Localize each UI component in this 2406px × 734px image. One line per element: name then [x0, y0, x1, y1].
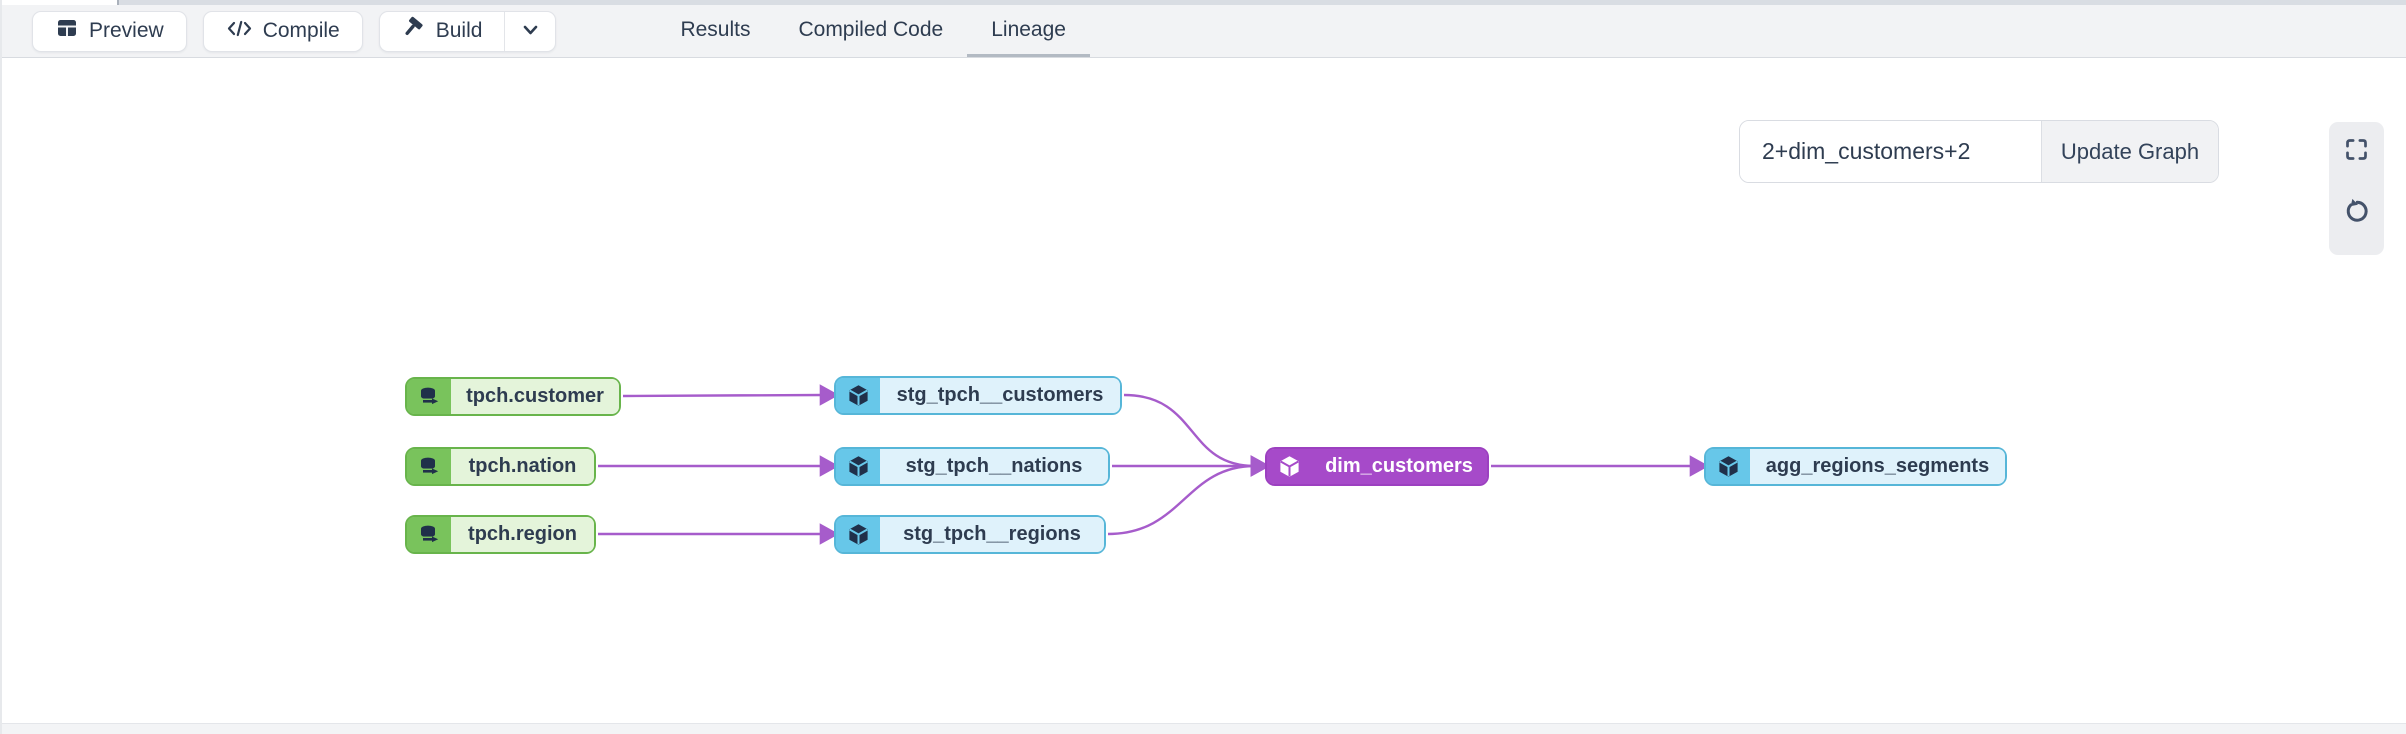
- reset-view-button[interactable]: [2342, 198, 2372, 228]
- preview-button[interactable]: Preview: [32, 10, 187, 52]
- database-icon: [407, 449, 451, 484]
- build-button-label: Build: [435, 19, 483, 42]
- node-label: stg_tpch__regions: [880, 517, 1104, 552]
- cube-icon: [1267, 449, 1311, 484]
- lineage-node-tpch.nation[interactable]: tpch.nation: [405, 447, 596, 486]
- cube-icon: [836, 517, 880, 552]
- node-selector-input[interactable]: [1740, 121, 2041, 182]
- result-tabs: Results Compiled Code Lineage: [656, 5, 1090, 57]
- lineage-node-agg_regions_segments[interactable]: agg_regions_segments: [1704, 447, 2007, 486]
- tab-compiled-code[interactable]: Compiled Code: [774, 5, 967, 57]
- toolbar-button-group: Preview Compile: [32, 5, 557, 57]
- build-dropdown-button[interactable]: [504, 11, 555, 51]
- node-label: stg_tpch__customers: [880, 378, 1120, 413]
- lineage-node-stg_tpch__nations[interactable]: stg_tpch__nations: [834, 447, 1110, 486]
- hammer-icon: [402, 16, 426, 46]
- cube-icon: [836, 378, 880, 413]
- tab-compiled-code-label: Compiled Code: [798, 17, 944, 41]
- node-label: dim_customers: [1311, 449, 1487, 484]
- build-split-button: Build: [378, 10, 557, 52]
- preview-button-label: Preview: [89, 19, 164, 42]
- node-label: tpch.region: [451, 517, 594, 552]
- database-icon: [407, 379, 451, 414]
- lineage-node-stg_tpch__customers[interactable]: stg_tpch__customers: [834, 376, 1122, 415]
- toolbar: Preview Compile: [2, 5, 2406, 58]
- fullscreen-icon: [2343, 136, 2370, 166]
- lineage-node-dim_customers[interactable]: dim_customers: [1265, 447, 1489, 486]
- active-file-tab-edge: [2, 0, 119, 5]
- tab-lineage-label: Lineage: [991, 17, 1066, 41]
- bottom-panel-edge: [2, 723, 2406, 734]
- node-label: stg_tpch__nations: [880, 449, 1108, 484]
- fullscreen-button[interactable]: [2342, 136, 2372, 166]
- tab-results[interactable]: Results: [656, 5, 774, 57]
- table-icon: [55, 16, 79, 46]
- lineage-node-stg_tpch__regions[interactable]: stg_tpch__regions: [834, 515, 1106, 554]
- lineage-node-tpch.customer[interactable]: tpch.customer: [405, 377, 621, 416]
- cube-icon: [1706, 449, 1750, 484]
- build-button[interactable]: Build: [380, 12, 505, 51]
- file-tabbar-edge: [2, 0, 2406, 5]
- node-label: tpch.nation: [451, 449, 594, 484]
- update-graph-button[interactable]: Update Graph: [2041, 121, 2218, 182]
- lineage-node-tpch.region[interactable]: tpch.region: [405, 515, 596, 554]
- node-label: tpch.customer: [451, 379, 619, 414]
- node-label: agg_regions_segments: [1750, 449, 2005, 484]
- reset-icon: [2342, 197, 2371, 229]
- graph-controls-panel: [2329, 122, 2384, 255]
- cube-icon: [836, 449, 880, 484]
- database-icon: [407, 517, 451, 552]
- node-selector-control: Update Graph: [1739, 120, 2219, 183]
- tab-results-label: Results: [680, 17, 751, 41]
- tab-lineage[interactable]: Lineage: [967, 5, 1090, 57]
- compile-button-label: Compile: [262, 19, 340, 42]
- code-icon: [226, 17, 253, 46]
- compile-button[interactable]: Compile: [202, 10, 363, 52]
- chevron-down-icon: [518, 17, 543, 45]
